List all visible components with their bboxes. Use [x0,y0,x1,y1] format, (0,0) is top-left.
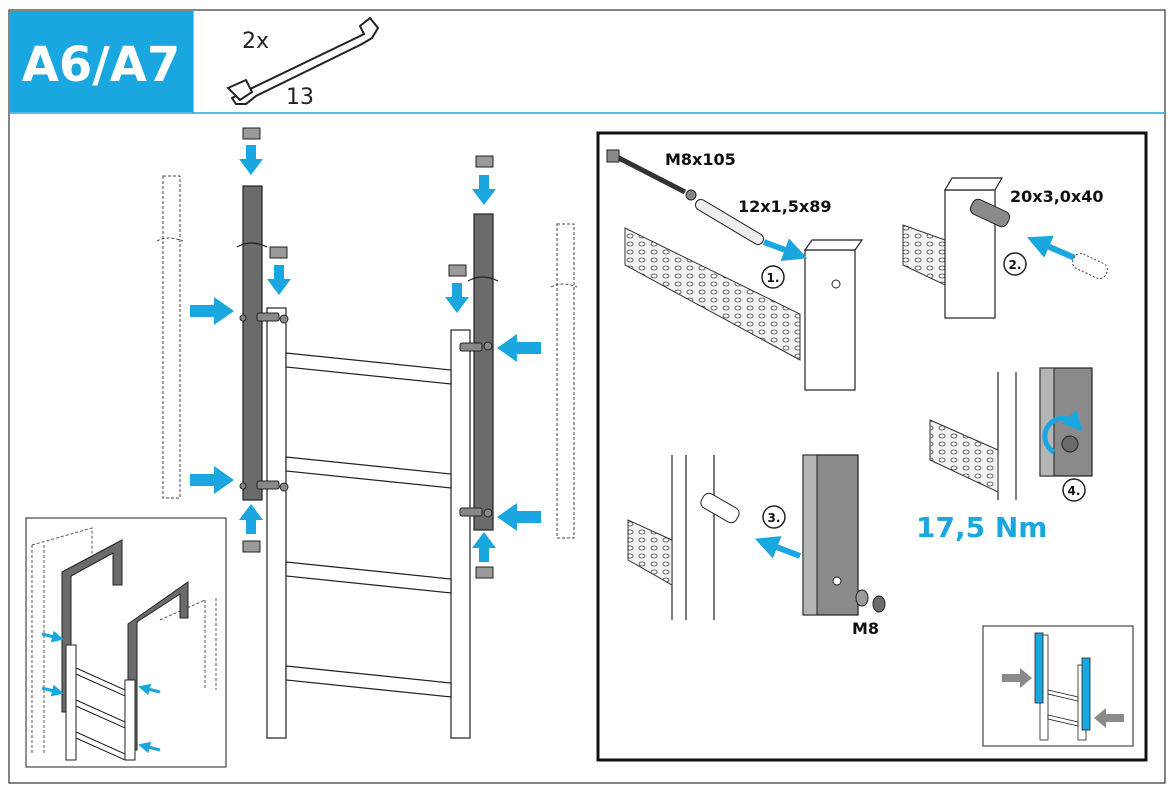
step-3-number: 3. [768,511,781,525]
overview-inset [25,517,227,768]
assembly-arrows [190,145,541,562]
ladder-left-stile [266,307,287,739]
detail-step-4: 4. [929,367,1093,502]
right-connector-rail [473,213,494,531]
detail-step-1: 1. [606,149,864,391]
detail-step-2: 2. [902,177,1108,319]
detail-mini-inset [982,625,1134,747]
left-connector-rail [242,185,263,501]
step-2-number: 2. [1009,258,1022,272]
ladder-right-stile [450,329,471,739]
nut-label: M8 [852,619,879,638]
bolt-label: M8x105 [665,150,736,169]
detail-step-3: 3. [627,454,886,620]
ladder-rungs [285,352,452,698]
step-1-number: 1. [767,271,780,285]
left-rail-break [236,242,268,248]
tube-label: 12x1,5x89 [738,197,832,216]
step-code: A6/A7 [22,37,181,93]
left-dashed-stile [156,175,184,499]
step-badge: A6/A7 [10,11,193,112]
page-border [8,9,1166,784]
sleeve-label: 20x3,0x40 [1010,187,1104,206]
rail-bolts [239,312,493,518]
tool-quantity: 2x [242,29,269,54]
wrench-icon [226,16,380,105]
end-caps [242,127,494,579]
torque-label: 17,5 Nm [916,511,1047,544]
right-rail-break [467,276,499,282]
tool-size: 13 [286,85,314,110]
right-dashed-stile [550,223,578,539]
step-4-number: 4. [1068,484,1081,498]
